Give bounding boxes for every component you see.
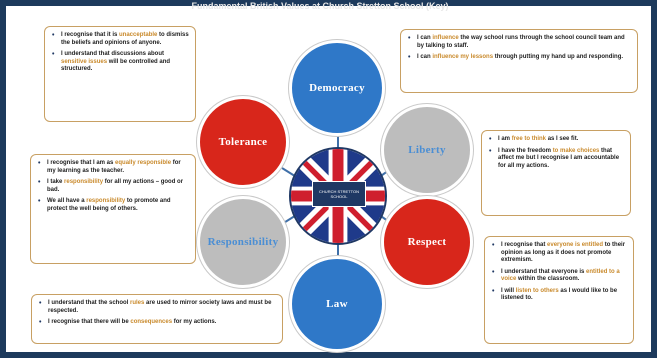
statement-item: I have the freedom to make choices that … (488, 148, 624, 171)
statement-item: I will listen to others as I would like … (491, 288, 627, 303)
value-tolerance-label: Tolerance (218, 136, 268, 148)
statement-item: I understand that the school rules are u… (38, 300, 276, 315)
value-responsibility-label: Responsibility (207, 236, 279, 248)
value-democracy-circle: Democracy (289, 40, 385, 136)
value-responsibility-circle: Responsibility (197, 196, 289, 288)
statement-item: I am free to think as I see fit. (488, 136, 624, 144)
school-logo-text: CHURCH STRETTON SCHOOL (319, 189, 359, 199)
tolerance-statements-box: I recognise that it is unacceptable to d… (44, 26, 196, 122)
value-law-label: Law (326, 298, 348, 310)
value-respect-label: Respect (407, 236, 447, 248)
law-statements-box: I understand that the school rules are u… (31, 294, 283, 344)
value-liberty-circle: Liberty (381, 104, 473, 196)
respect-statements-box: I recognise that everyone is entitled to… (484, 236, 634, 344)
statement-item: I recognise that I am as equally respons… (37, 160, 189, 175)
statement-item: I take responsibility for all my actions… (37, 179, 189, 194)
statement-item: I recognise that there will be consequen… (38, 319, 276, 327)
value-tolerance-circle: Tolerance (197, 96, 289, 188)
statement-item: I understand that discussions about sens… (51, 51, 189, 74)
responsibility-statements-box: I recognise that I am as equally respons… (30, 154, 196, 264)
statement-item: I can influence my lessons through putti… (407, 54, 631, 62)
value-law-circle: Law (289, 256, 385, 352)
statement-item: I recognise that it is unacceptable to d… (51, 32, 189, 47)
value-respect-circle: Respect (381, 196, 473, 288)
value-liberty-label: Liberty (408, 144, 446, 156)
poster-title: Fundamental British Values at Church Str… (191, 1, 449, 11)
statement-item: I can influence the way school runs thro… (407, 35, 631, 50)
statement-item: I understand that everyone is entitled t… (491, 269, 627, 284)
statement-item: I recognise that everyone is entitled to… (491, 242, 627, 265)
democracy-statements-box: I can influence the way school runs thro… (400, 29, 638, 93)
statement-item: We all have a responsibility to promote … (37, 198, 189, 213)
value-democracy-label: Democracy (309, 82, 365, 94)
school-logo: CHURCH STRETTON SCHOOL (312, 181, 366, 207)
liberty-statements-box: I am free to think as I see fit. I have … (481, 130, 631, 216)
